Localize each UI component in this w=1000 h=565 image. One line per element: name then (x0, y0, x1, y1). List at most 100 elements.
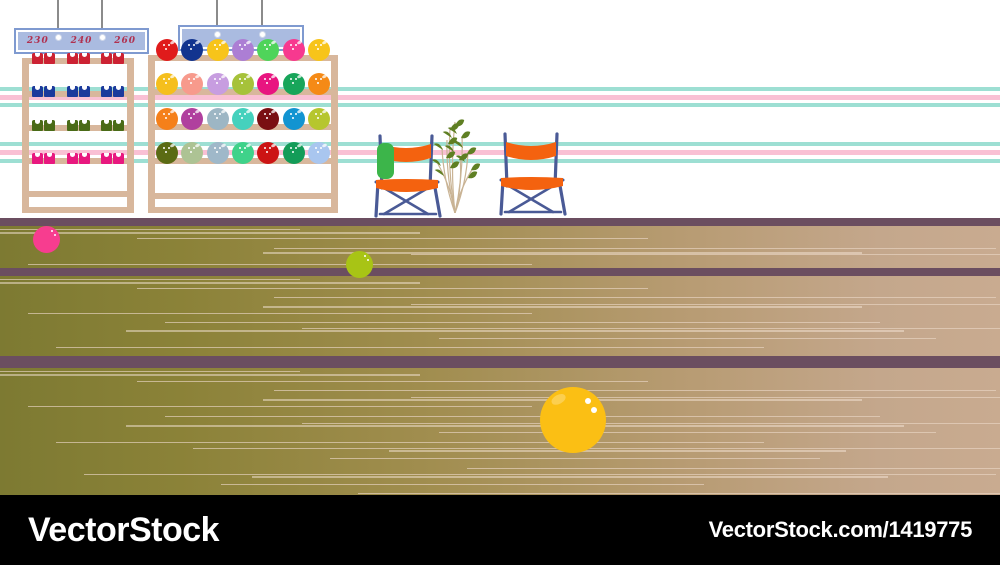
red-shoes[interactable] (32, 52, 124, 64)
price-sign-left-knob-2 (99, 34, 106, 41)
ball-row-1-ball-3[interactable] (206, 39, 229, 61)
ball-row-3-ball-1[interactable] (156, 107, 178, 130)
ball-row-3[interactable] (156, 107, 330, 130)
wall-stripe-1-2 (0, 95, 1000, 100)
ball-row-4-ball-1[interactable] (156, 142, 178, 165)
shoe-notch (116, 53, 121, 57)
ball-finger-hole (314, 78, 317, 81)
bowling-ball-rack[interactable] (148, 39, 338, 213)
bowling-shoe-rack[interactable] (22, 53, 134, 213)
lane-3[interactable] (0, 360, 1000, 511)
director-chair-right[interactable] (495, 128, 573, 216)
ball-shine (321, 143, 328, 149)
ball-finger-hole (163, 78, 165, 81)
price-sign-left-wire-2 (101, 0, 103, 36)
ball-row-2-ball-2[interactable] (181, 73, 204, 96)
ball-row-2-ball-4[interactable] (231, 73, 254, 96)
red-shoes-shoe (66, 53, 78, 64)
ball-on-lane-2-finger-hole (367, 259, 370, 262)
ball-shine (220, 143, 227, 149)
blue-shoes-shoe (32, 86, 43, 98)
shoe-notch (69, 86, 75, 91)
ball-finger-hole (190, 116, 193, 119)
chair-towel (377, 143, 394, 179)
ball-shine (296, 40, 303, 45)
blue-shoes[interactable] (32, 85, 124, 98)
ball-finger-hole (316, 151, 319, 154)
ball-row-3-ball-4[interactable] (231, 107, 254, 130)
ball-row-1-ball-5[interactable] (257, 39, 280, 61)
lane-1-grain (0, 229, 300, 230)
red-shoes-shoe (78, 53, 90, 64)
shoe-notch (81, 119, 87, 124)
green-shoes[interactable] (32, 119, 124, 131)
ball-row-3-ball-7[interactable] (307, 107, 330, 130)
ball-row-2-ball-3[interactable] (206, 73, 229, 96)
lane-3-grain (165, 416, 880, 417)
ball-row-2-ball-1[interactable] (156, 73, 178, 96)
ball-finger-hole (264, 112, 267, 115)
ball-row-2-ball-7[interactable] (307, 73, 330, 96)
ball-row-1-ball-1[interactable] (156, 39, 178, 61)
shoe-notch (35, 119, 40, 124)
ball-row-2[interactable] (156, 73, 330, 96)
blue-shoes-pair-1 (32, 86, 55, 98)
ball-row-4-ball-7[interactable] (307, 142, 330, 165)
ball-row-3-ball-6[interactable] (282, 107, 305, 130)
green-shoes-shoe (101, 119, 112, 131)
ball-row-4-ball-2[interactable] (181, 142, 204, 165)
plant-foliage (431, 119, 481, 214)
shoe-notch (69, 119, 75, 124)
ball-shine (321, 40, 328, 45)
ball-row-4[interactable] (156, 142, 330, 165)
wall-stripe-1-1 (0, 87, 1000, 91)
ball-on-lane-3-finger-hole (584, 397, 591, 404)
ball-on-lane-2[interactable] (346, 251, 373, 278)
ball-on-lane-1-finger-hole (51, 230, 54, 233)
ball-row-4-ball-6[interactable] (282, 142, 305, 165)
ball-finger-hole (243, 78, 246, 81)
ball-finger-hole (316, 116, 319, 119)
shoe-notch (104, 53, 109, 57)
ball-shine (245, 40, 252, 45)
ball-shine (296, 143, 303, 149)
ball-finger-hole (213, 78, 216, 81)
ball-row-3-ball-5[interactable] (257, 107, 280, 130)
lane-3-grain (439, 432, 936, 434)
ball-finger-hole (269, 112, 272, 115)
ball-finger-hole (314, 112, 317, 115)
lane-3-grain (302, 422, 1000, 424)
ball-row-1[interactable] (156, 39, 330, 61)
ball-finger-hole (168, 78, 170, 81)
lane-2[interactable] (0, 268, 1000, 364)
ball-shine (194, 74, 201, 80)
lane-3-grain-wide (126, 424, 904, 427)
lane-2-grain (0, 279, 300, 280)
director-chair-left[interactable] (370, 130, 448, 218)
lane-3-grain (137, 380, 648, 382)
ball-finger-hole (238, 78, 241, 81)
ball-row-2-ball-6[interactable] (282, 73, 305, 96)
shoe-notch (35, 153, 40, 157)
ball-row-2-ball-5[interactable] (257, 73, 280, 96)
ball-finger-hole (238, 112, 241, 115)
ball-on-lane-3[interactable] (540, 387, 606, 453)
ball-finger-hole (190, 48, 193, 50)
ball-finger-hole (163, 147, 165, 150)
ball-row-1-ball-6[interactable] (282, 39, 305, 61)
shoe-notch (81, 153, 87, 157)
ball-row-1-ball-7[interactable] (307, 39, 330, 61)
wall-stripe-2-2 (0, 150, 1000, 155)
ball-row-4-ball-3[interactable] (206, 142, 229, 165)
ball-row-3-ball-3[interactable] (206, 107, 229, 130)
ball-row-4-ball-4[interactable] (231, 142, 254, 165)
ball-row-3-ball-2[interactable] (181, 107, 204, 130)
ball-row-1-ball-2[interactable] (181, 39, 204, 61)
ball-row-1-ball-4[interactable] (231, 39, 254, 61)
ball-on-lane-1[interactable] (33, 226, 60, 253)
ball-row-4-ball-5[interactable] (257, 142, 280, 165)
shoe-notch (104, 153, 109, 157)
pink-shoes[interactable] (32, 152, 124, 164)
blue-shoes-shoe (66, 86, 78, 98)
